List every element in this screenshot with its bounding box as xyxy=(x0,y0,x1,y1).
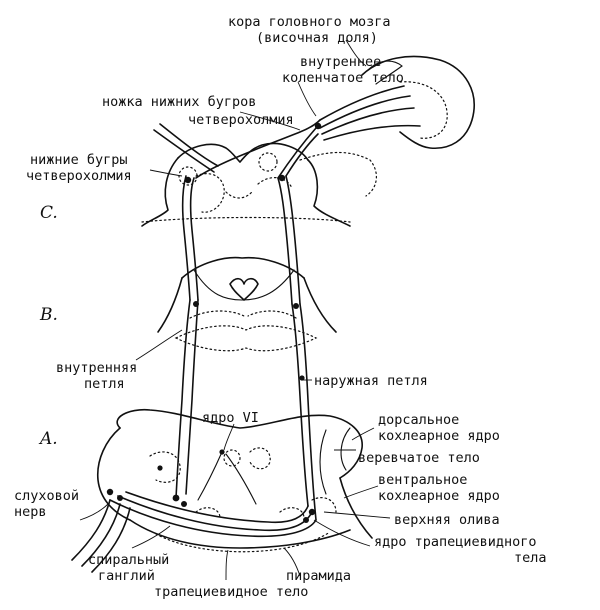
label-trapezoid-nucleus-2: тела xyxy=(514,550,547,566)
leader-lines xyxy=(79,39,391,581)
label-dorsal-cochlear-2: кохлеарное ядро xyxy=(378,428,500,444)
label-spiral-ganglion-2: ганглий xyxy=(98,568,155,584)
label-lateral-lemniscus: наружная петля xyxy=(314,373,428,389)
label-auditory-nerve-2: нерв xyxy=(14,504,47,520)
label-ic-2: четверохолмия xyxy=(26,168,132,184)
label-mgb-2: коленчатое тело xyxy=(282,70,404,86)
label-medial-lemniscus-1: внутренняя xyxy=(56,360,137,376)
pons-section-b xyxy=(157,256,337,352)
section-b-label: B. xyxy=(39,305,58,325)
label-brachium-1: ножка нижних бугров xyxy=(102,94,256,110)
medulla-section-a xyxy=(96,408,373,553)
label-nucleus-vi: ядро VI xyxy=(202,410,259,426)
auditory-pathways xyxy=(71,85,421,573)
section-c-label: C. xyxy=(40,203,58,223)
midbrain-section-c xyxy=(141,142,377,227)
label-restiform: веревчатое тело xyxy=(358,450,480,466)
section-a-label: A. xyxy=(38,429,58,449)
label-ventral-cochlear-2: кохлеарное ядро xyxy=(378,488,500,504)
label-trapezoid-body: трапециевидное тело xyxy=(154,584,308,600)
label-dorsal-cochlear-1: дорсальное xyxy=(378,412,459,428)
neuron-cells xyxy=(106,122,322,523)
label-cortex-2: (височная доля) xyxy=(256,30,378,46)
label-brachium-2: четверохолмия xyxy=(188,112,294,128)
label-pyramid: пирамида xyxy=(286,568,351,584)
label-mgb-1: внутреннее xyxy=(300,54,381,70)
label-spiral-ganglion-1: спиральный xyxy=(88,552,169,568)
label-cortex-1: кора головного мозга xyxy=(228,14,391,30)
label-ic-1: нижние бугры xyxy=(30,152,128,168)
label-medial-lemniscus-2: петля xyxy=(84,376,125,392)
label-trapezoid-nucleus-1: ядро трапециевидного xyxy=(374,534,537,550)
label-ventral-cochlear-1: вентральное xyxy=(378,472,467,488)
label-auditory-nerve-1: слуховой xyxy=(14,488,79,504)
label-superior-olive: верхняя олива xyxy=(394,512,500,528)
temporal-cortex xyxy=(361,55,475,149)
